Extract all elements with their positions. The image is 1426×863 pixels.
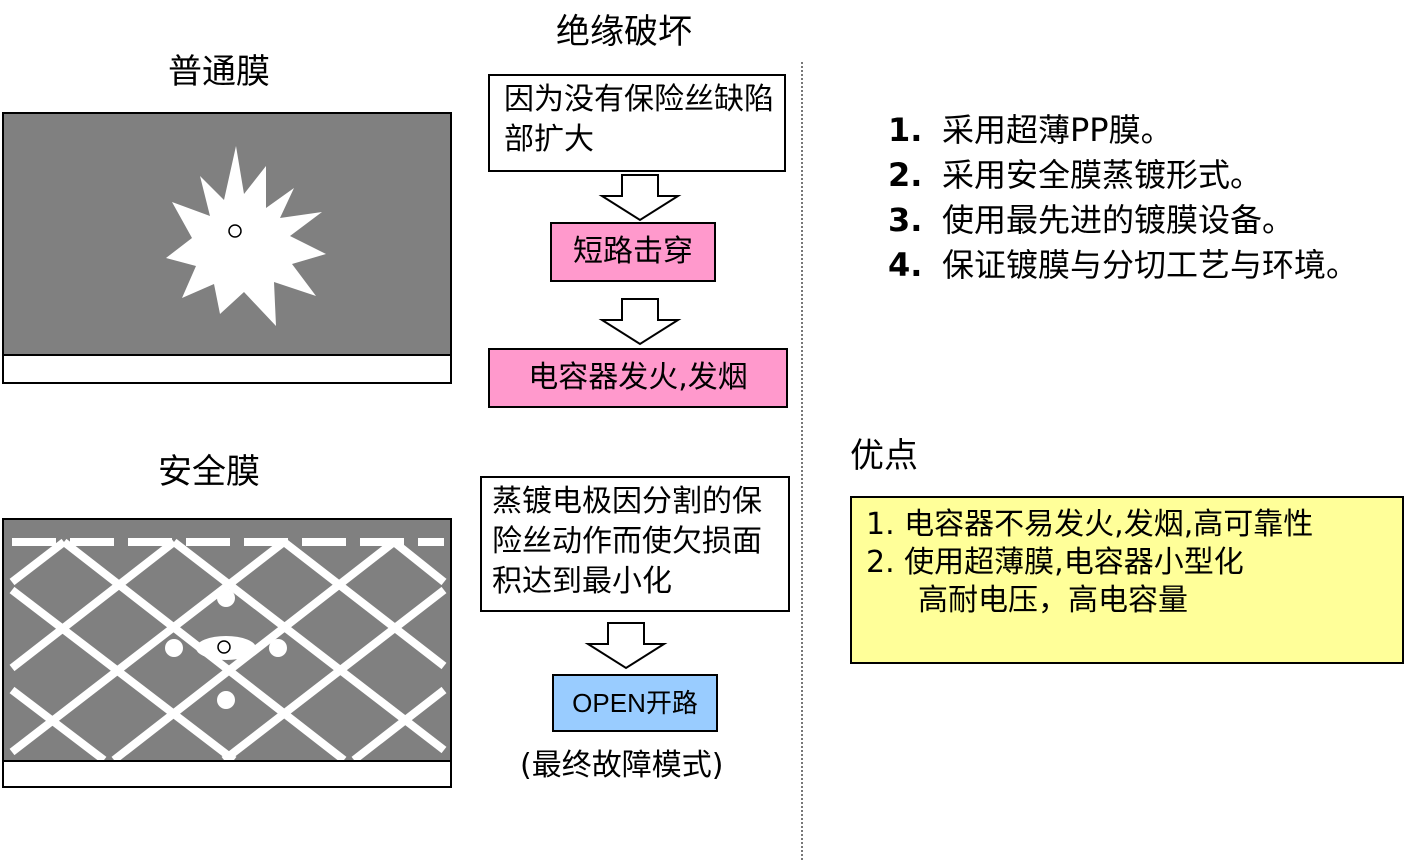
list-text: 采用超薄PP膜。	[942, 111, 1173, 149]
list-text: 保证镀膜与分切工艺与环境。	[942, 246, 1359, 284]
short-circuit-box: 短路击穿	[550, 222, 716, 282]
list-text: 使用最先进的镀膜设备。	[942, 201, 1295, 239]
list-text: 采用安全膜蒸镀形式。	[942, 156, 1263, 194]
normal-cause-box: 因为没有保险丝缺陷部扩大	[488, 74, 786, 172]
list-number: 1.	[888, 111, 923, 149]
open-circuit-box: OPEN开路	[552, 674, 718, 732]
list-item: 2. 采用安全膜蒸镀形式。	[888, 153, 1358, 198]
list-item: 3. 使用最先进的镀膜设备。	[888, 198, 1358, 243]
safety-film-label: 安全膜	[158, 452, 260, 492]
divider	[801, 62, 803, 860]
normal-film-label: 普通膜	[168, 52, 270, 92]
advantages-box: 1. 电容器不易发火,发烟,高可靠性 2. 使用超薄膜,电容器小型化 高耐电压，…	[850, 496, 1404, 664]
advantage-line: 2. 使用超薄膜,电容器小型化	[866, 545, 1244, 580]
segment-mesh-graphic	[9, 538, 447, 760]
center-title: 绝缘破坏	[556, 12, 692, 52]
safety-film-panel	[2, 518, 452, 762]
list-item: 1. 采用超薄PP膜。	[888, 108, 1358, 153]
arrow-down-icon	[598, 298, 682, 346]
safety-cause-box: 蒸镀电极因分割的保险丝动作而使欠损面积达到最小化	[480, 476, 790, 612]
list-number: 2.	[888, 156, 923, 194]
safety-film-base-strip	[2, 760, 452, 788]
final-failure-mode-note: (最终故障模式)	[520, 748, 724, 783]
normal-film-panel	[2, 112, 452, 356]
capacitor-fire-box: 电容器发火,发烟	[488, 348, 788, 408]
arrow-down-icon	[584, 622, 668, 670]
advantage-line: 高耐电压，高电容量	[918, 583, 1188, 618]
advantages-title: 优点	[850, 436, 918, 476]
burst-icon	[166, 146, 326, 326]
measures-list: 1. 采用超薄PP膜。 2. 采用安全膜蒸镀形式。 3. 使用最先进的镀膜设备。…	[888, 108, 1358, 288]
list-number: 4.	[888, 246, 923, 284]
list-number: 3.	[888, 201, 923, 239]
normal-film-base-strip	[2, 354, 452, 384]
list-item: 4. 保证镀膜与分切工艺与环境。	[888, 243, 1358, 288]
arrow-down-icon	[598, 174, 682, 222]
advantage-line: 1. 电容器不易发火,发烟,高可靠性	[866, 507, 1314, 542]
